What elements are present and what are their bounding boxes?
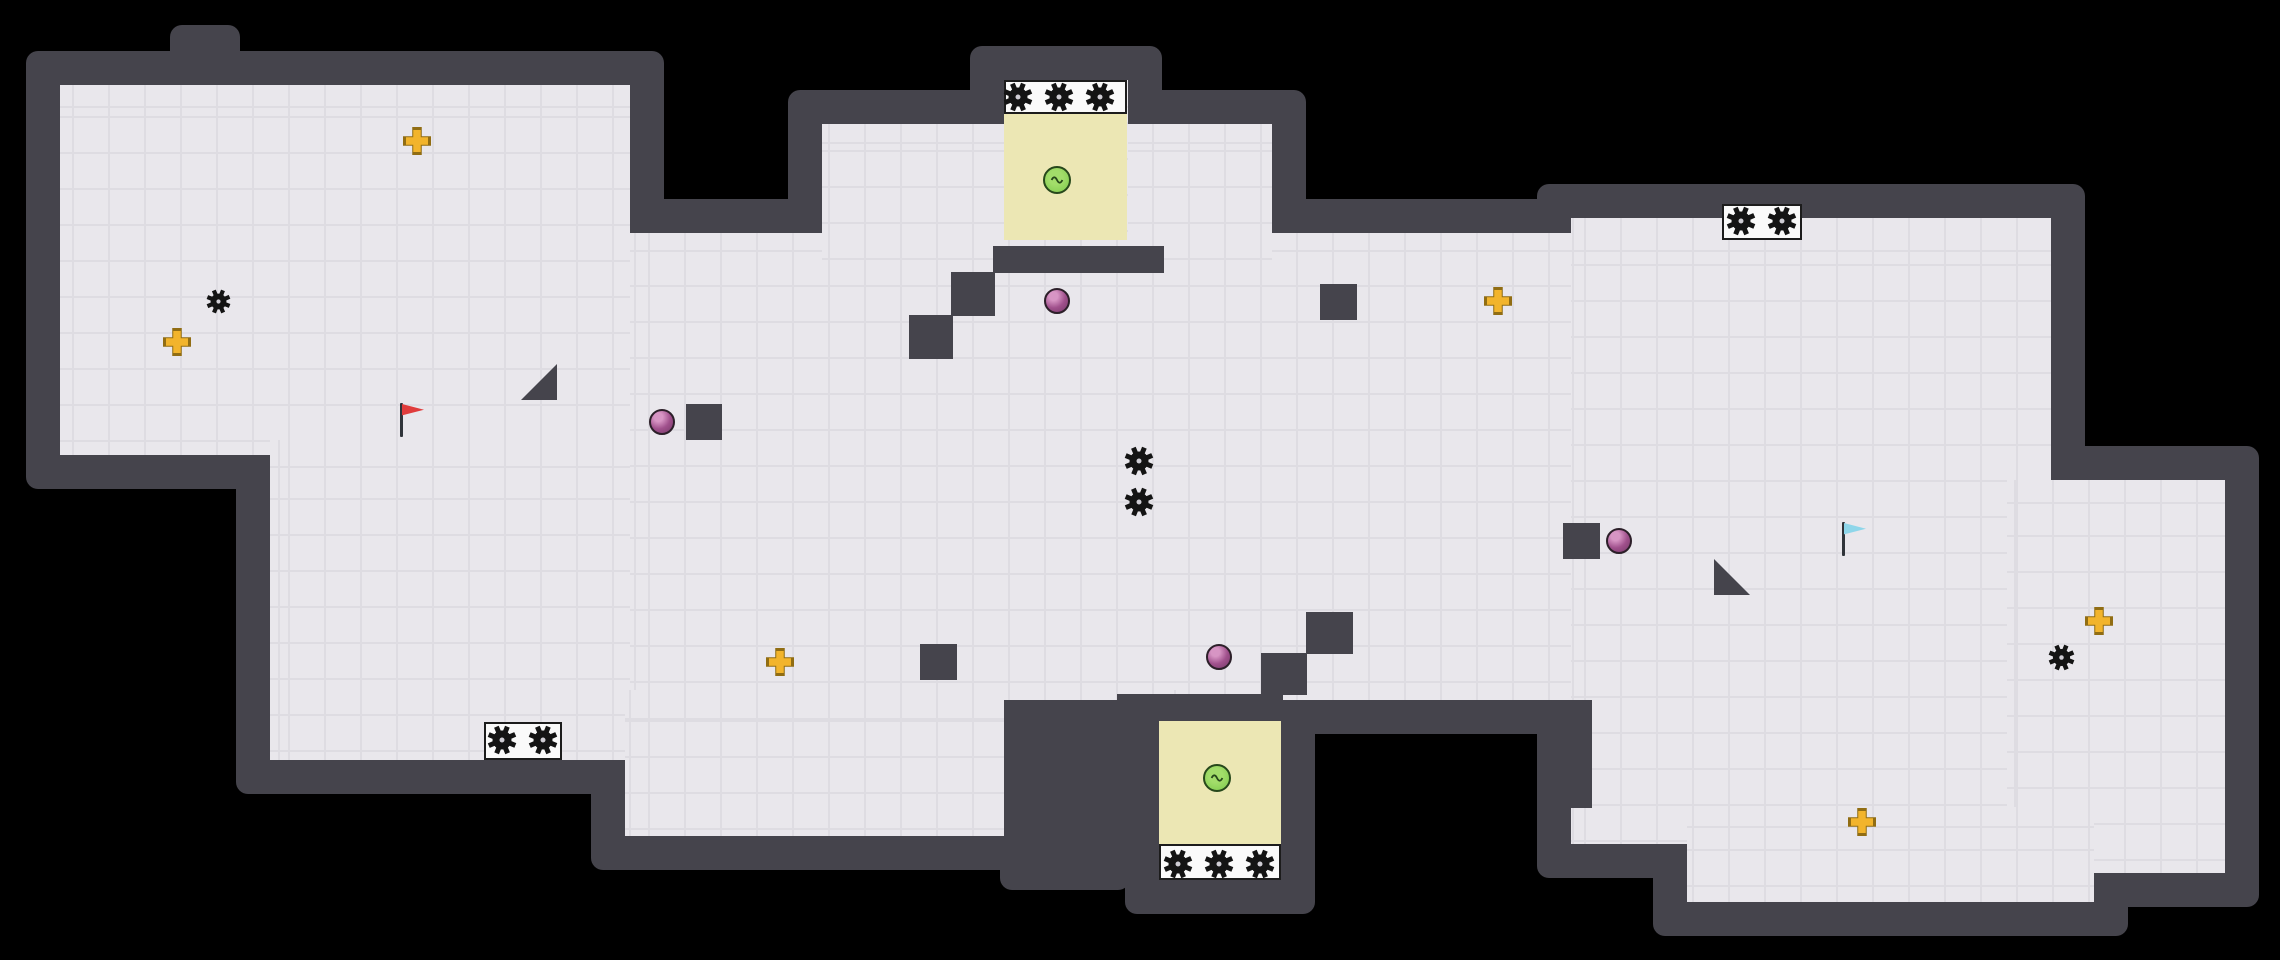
wall-obstacle <box>1563 523 1600 559</box>
gold-plus-pickup <box>1484 287 1512 315</box>
saw-gear-icon <box>487 725 517 755</box>
wall-obstacle <box>951 272 995 316</box>
exit-switch-orb <box>1043 166 1071 194</box>
wall-obstacle <box>686 404 722 440</box>
wall-obstacle <box>909 315 953 359</box>
wall-obstacle <box>1117 694 1283 721</box>
flag-pole <box>1842 522 1845 556</box>
gold-plus-pickup <box>163 328 191 356</box>
floor-area <box>1687 807 2094 902</box>
purple-orb-enemy <box>1044 288 1070 314</box>
purple-orb-enemy <box>1206 644 1232 670</box>
flag-pennant <box>1844 523 1866 535</box>
saw-gear-icon <box>1124 446 1154 476</box>
floor-area <box>2007 480 2225 873</box>
wall-obstacle <box>1306 612 1353 654</box>
saw-gear-icon <box>528 725 558 755</box>
saw-gear-icon <box>1245 849 1275 879</box>
gold-plus-pickup <box>766 648 794 676</box>
gold-plus-fill <box>166 331 188 353</box>
gold-plus-fill <box>2088 610 2110 632</box>
saw-gear-icon <box>1163 849 1193 879</box>
gold-plus-pickup <box>1848 808 1876 836</box>
gold-plus-pickup <box>2085 607 2113 635</box>
wall-block <box>170 25 240 90</box>
gold-plus-fill <box>1487 290 1509 312</box>
floor-area <box>270 440 640 760</box>
wall-obstacle <box>1261 653 1307 695</box>
saw-gear-icon <box>1767 206 1797 236</box>
exit-switch-orb <box>1203 764 1231 792</box>
blue-flag-marker <box>1842 522 1876 556</box>
red-flag-marker <box>400 403 434 437</box>
flag-pennant <box>402 404 424 416</box>
wall-obstacle <box>920 644 957 680</box>
purple-orb-enemy <box>649 409 675 435</box>
saw-gear-icon <box>1726 206 1756 236</box>
wall-obstacle <box>1320 284 1357 320</box>
wall-obstacle <box>993 246 1164 273</box>
saw-gear-icon <box>1044 82 1074 112</box>
gold-plus-fill <box>1851 811 1873 833</box>
saw-gear-icon <box>206 289 231 314</box>
wall-obstacle <box>1552 700 1592 808</box>
saw-gear-icon <box>1003 82 1033 112</box>
flag-pole <box>400 403 403 437</box>
gold-plus-fill <box>769 651 791 673</box>
floor-area <box>630 233 1580 700</box>
gold-plus-pickup <box>403 127 431 155</box>
saw-gear-icon <box>1124 487 1154 517</box>
floor-area <box>625 690 1004 836</box>
floor-area <box>1571 218 2051 844</box>
saw-gear-icon <box>1204 849 1234 879</box>
saw-gear-icon <box>1085 82 1115 112</box>
saw-gear-icon <box>2048 644 2075 671</box>
purple-orb-enemy <box>1606 528 1632 554</box>
gold-plus-fill <box>406 130 428 152</box>
